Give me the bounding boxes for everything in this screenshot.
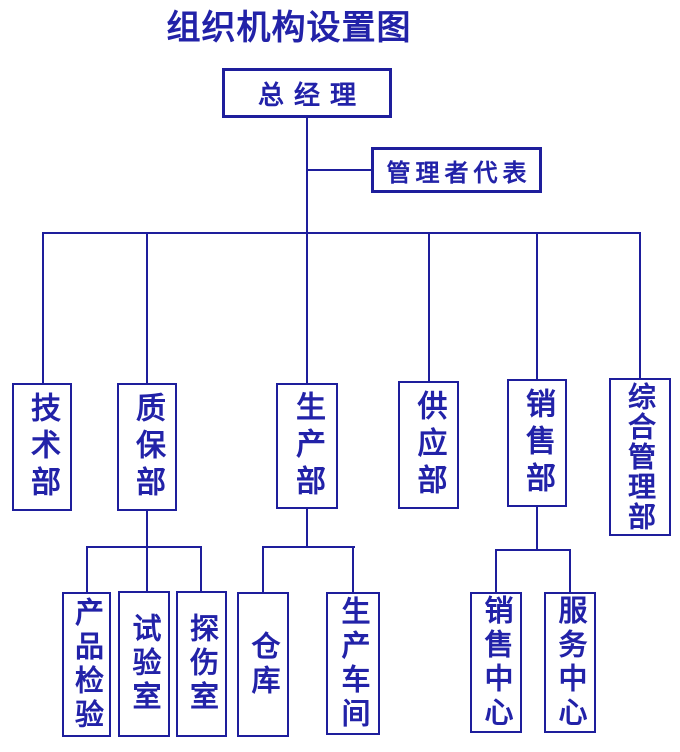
connector-drop-sales-center	[495, 549, 497, 592]
node-warehouse: 仓库	[237, 592, 289, 737]
node-dept-general-management: 综合管理部	[609, 378, 671, 536]
node-test-lab: 试验室	[118, 591, 170, 737]
node-product-inspection: 产品检验	[62, 592, 111, 737]
connector-drop-technology	[42, 232, 44, 383]
node-label: 生产车间	[337, 595, 369, 732]
connector-drop-sales	[536, 232, 538, 379]
connector-drop-flaw-detection	[200, 546, 202, 592]
node-label: 质保部	[131, 391, 164, 503]
node-label: 销售中心	[480, 594, 512, 731]
connector-drop-supply	[428, 232, 430, 381]
node-label: 技术部	[26, 391, 59, 503]
connector-main-bus	[42, 232, 641, 234]
node-dept-production: 生产部	[276, 383, 338, 509]
connector-staff-horizontal	[307, 169, 371, 171]
node-label: 管理者代表	[386, 159, 532, 187]
connector-drop-test-lab	[146, 546, 148, 592]
node-label: 产品检验	[70, 596, 103, 733]
node-label: 仓库	[247, 630, 279, 699]
node-dept-quality-assurance: 质保部	[117, 383, 177, 511]
connector-root-vertical	[306, 118, 308, 383]
chart-title: 组织机构设置图	[166, 9, 412, 47]
node-label: 生产部	[291, 390, 324, 502]
connector-drop-service-center	[569, 549, 571, 592]
node-dept-supply: 供应部	[398, 381, 459, 509]
node-label: 综合管理部	[625, 382, 656, 532]
node-label: 销售部	[521, 387, 554, 499]
node-sales-center: 销售中心	[470, 592, 522, 733]
node-production-workshop: 生产车间	[326, 592, 380, 735]
node-flaw-detection-room: 探伤室	[176, 591, 227, 737]
connector-drop-warehouse	[262, 546, 264, 592]
connector-sales-stub	[536, 507, 538, 550]
node-label: 供应部	[412, 389, 446, 501]
node-general-manager: 总经理	[222, 68, 392, 118]
node-label: 服务中心	[554, 594, 586, 731]
node-label: 总经理	[257, 79, 366, 110]
connector-quality-stub	[146, 509, 148, 548]
node-dept-sales: 销售部	[507, 379, 567, 507]
connector-sales-bus	[495, 549, 571, 551]
connector-drop-quality	[146, 232, 148, 383]
node-label: 试验室	[128, 613, 160, 715]
connector-production-bus	[262, 546, 355, 548]
node-service-center: 服务中心	[544, 592, 596, 733]
node-dept-technology: 技术部	[12, 383, 72, 511]
connector-drop-product-inspection	[86, 546, 88, 592]
connector-drop-workshop	[352, 546, 354, 592]
connector-production-stub	[306, 509, 308, 548]
connector-drop-general-management	[639, 232, 641, 378]
node-label: 探伤室	[185, 613, 218, 715]
node-management-representative: 管理者代表	[371, 147, 542, 193]
connector-quality-bus	[86, 546, 202, 548]
